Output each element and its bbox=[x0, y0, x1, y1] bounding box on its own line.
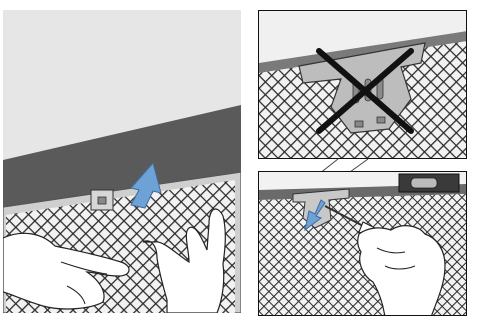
overview-panel bbox=[3, 10, 241, 313]
screwdriver-method-illustration bbox=[259, 172, 467, 316]
incorrect-method-panel bbox=[258, 10, 467, 159]
filter-lever bbox=[91, 190, 113, 210]
overview-illustration bbox=[3, 10, 241, 313]
incorrect-method-illustration bbox=[259, 11, 467, 159]
screwdriver-method-panel bbox=[258, 171, 467, 316]
control-panel bbox=[399, 174, 459, 192]
